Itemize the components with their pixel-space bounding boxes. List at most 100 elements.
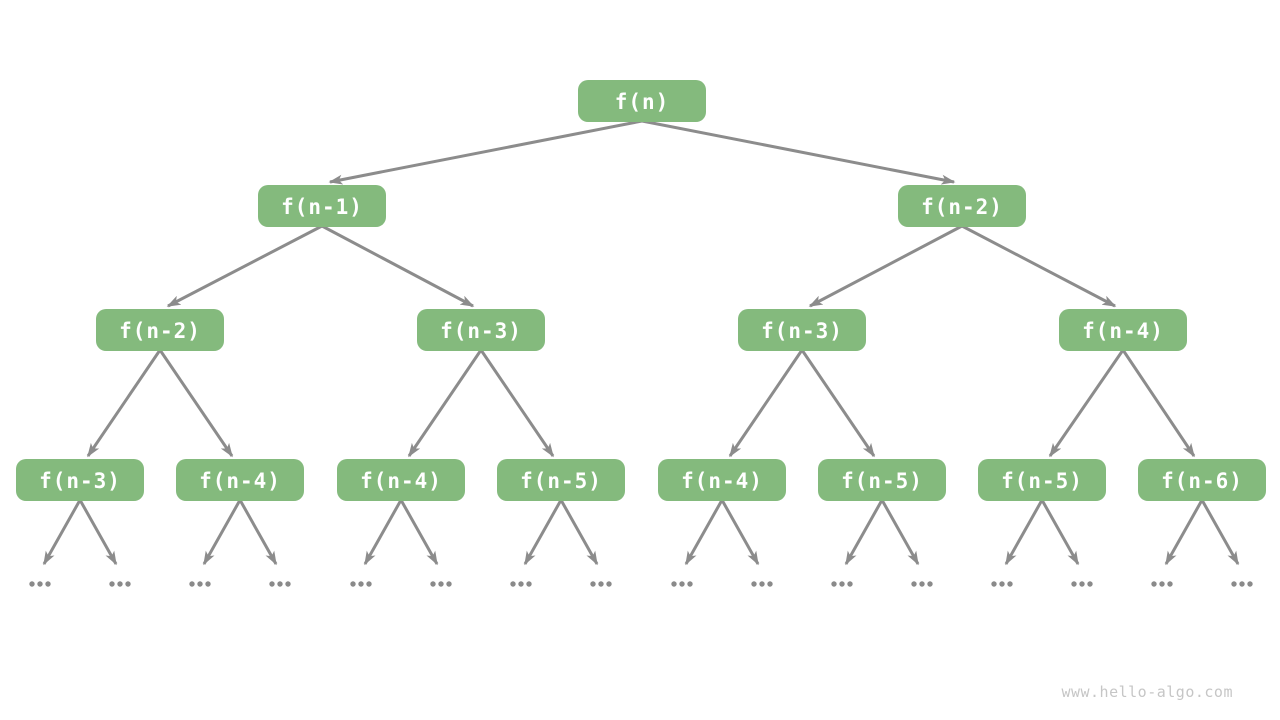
ellipsis-dot [927,581,933,587]
tree-node: f(n-4) [1059,309,1187,351]
ellipsis-dot [919,581,925,587]
tree-node-box [658,459,786,501]
watermark: www.hello-algo.com [1061,683,1233,701]
tree-node: f(n-3) [738,309,866,351]
leaf-edge-arrow [844,499,884,566]
ellipsis-dot [1151,581,1157,587]
ellipsis-dot [189,581,195,587]
ellipsis-dot [751,581,757,587]
ellipsis-dot [671,581,677,587]
edge-arrow [166,224,323,308]
leaf-edge-arrow [238,499,278,566]
ellipsis-dot [117,581,123,587]
ellipsis-dot [430,581,436,587]
ellipsis-dot [999,581,1005,587]
leaf-edge-arrow [42,499,82,566]
node-layer: f(n)f(n-1)f(n-2)f(n-2)f(n-3)f(n-3)f(n-4)… [16,80,1266,501]
leaf-edge-arrow [1164,499,1204,566]
ellipsis-dots [29,581,51,587]
ellipsis-dot [839,581,845,587]
tree-node-label: f(n-3) [761,319,843,343]
ellipsis-dots [189,581,211,587]
ellipsis-dot [45,581,51,587]
ellipsis-dots [510,581,532,587]
tree-node-label: f(n-2) [119,319,201,343]
tree-node-box [1138,459,1266,501]
ellipsis-dot [510,581,516,587]
tree-node-box [337,459,465,501]
leaf-edge-arrow [684,499,724,566]
ellipsis-dot [1247,581,1253,587]
tree-node: f(n-4) [658,459,786,501]
tree-node-label: f(n-1) [281,195,363,219]
ellipsis-dot [277,581,283,587]
ellipsis-dot [269,581,275,587]
edge-arrow [1121,349,1196,458]
ellipsis-dot [350,581,356,587]
tree-node-box [417,309,545,351]
ellipsis-dots [350,581,372,587]
tree-node: f(n-6) [1138,459,1266,501]
tree-node-label: f(n-5) [1001,469,1083,493]
edge-arrow [479,349,555,458]
tree-node: f(n-3) [417,309,545,351]
ellipsis-dots [1231,581,1253,587]
tree-node-label: f(n-3) [39,469,121,493]
ellipsis-dot [109,581,115,587]
ellipsis-dot [679,581,685,587]
leaf-edge-arrow [880,499,920,566]
edge-arrow [728,349,804,458]
leaf-edge-arrow [1200,499,1240,566]
tree-node-box [16,459,144,501]
tree-node-box [96,309,224,351]
ellipsis-dot [205,581,211,587]
tree-node-box [818,459,946,501]
ellipsis-dots [751,581,773,587]
ellipsis-dot [687,581,693,587]
tree-node-box [1059,309,1187,351]
ellipsis-dot [1079,581,1085,587]
ellipsis-dot [1087,581,1093,587]
leaf-edge-arrow [363,499,403,566]
ellipsis-dots [1151,581,1173,587]
edge-arrow [1048,349,1125,458]
ellipsis-dot [125,581,131,587]
tree-node: f(n-5) [978,459,1106,501]
tree-node-label: f(n-4) [681,469,763,493]
edge-arrow [407,349,483,458]
tree-node: f(n-4) [176,459,304,501]
tree-node: f(n-5) [818,459,946,501]
ellipsis-dot [911,581,917,587]
leaf-edge-arrow [78,499,118,566]
ellipsis-dot [606,581,612,587]
ellipsis-dots [430,581,452,587]
tree-node-box [978,459,1106,501]
tree-node-label: f(n-4) [1082,319,1164,343]
tree-node: f(n-2) [898,185,1026,227]
edge-arrow [158,349,234,458]
leaf-edge-arrow [523,499,563,566]
ellipsis-dot [366,581,372,587]
ellipsis-layer [29,581,1253,587]
ellipsis-dot [285,581,291,587]
ellipsis-dot [1167,581,1173,587]
ellipsis-dot [1071,581,1077,587]
tree-node-label: f(n-6) [1161,469,1243,493]
ellipsis-dots [991,581,1013,587]
ellipsis-dots [1071,581,1093,587]
ellipsis-dots [590,581,612,587]
edge-layer [42,119,1240,566]
ellipsis-dots [269,581,291,587]
ellipsis-dot [1231,581,1237,587]
leaf-edge-arrow [559,499,599,566]
tree-node: f(n-1) [258,185,386,227]
ellipsis-dots [109,581,131,587]
edge-arrow [86,349,162,458]
tree-node: f(n-3) [16,459,144,501]
ellipsis-dot [847,581,853,587]
leaf-edge-arrow [202,499,242,566]
ellipsis-dots [671,581,693,587]
ellipsis-dot [358,581,364,587]
ellipsis-dot [197,581,203,587]
